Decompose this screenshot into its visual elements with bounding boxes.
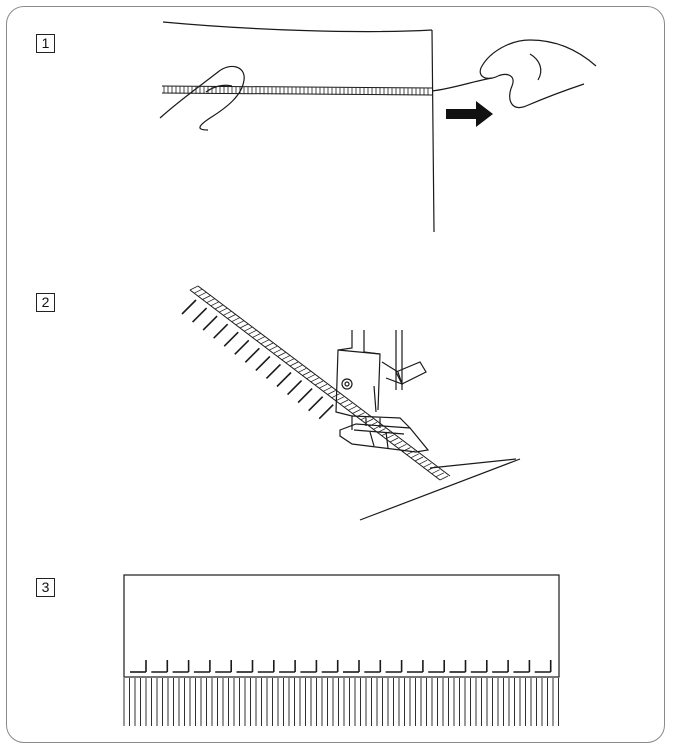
presser-foot-sewing-icon (181, 285, 521, 521)
fringed-fabric-icon (123, 574, 560, 726)
step-2-label: 2 (36, 293, 55, 312)
pull-thread-icon (159, 21, 597, 233)
direction-arrow-icon (446, 101, 493, 127)
instruction-panel (6, 6, 665, 743)
step-3-label: 3 (36, 578, 55, 597)
step-1-label: 1 (36, 34, 55, 53)
